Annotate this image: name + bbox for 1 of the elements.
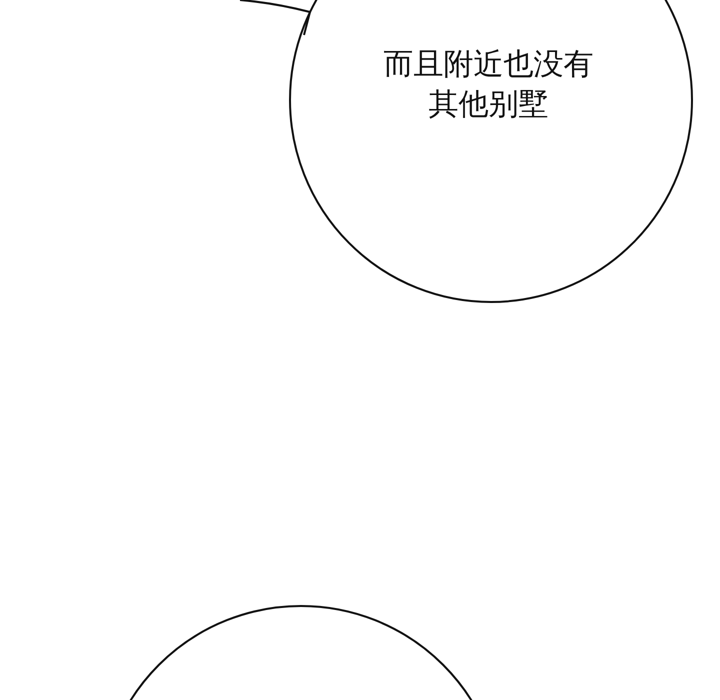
dialogue-text: 而且附近也没有其他别墅 xyxy=(382,46,594,124)
